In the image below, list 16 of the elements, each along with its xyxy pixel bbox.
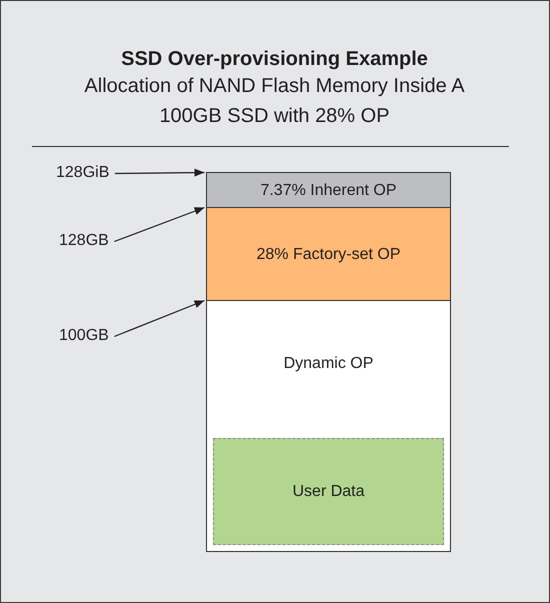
title: SSD Over-provisioning Example <box>120 47 429 71</box>
segment-label: Dynamic OP <box>284 355 374 373</box>
segment-label: User Data <box>292 482 365 500</box>
arrow <box>114 206 205 242</box>
arrow <box>114 300 205 338</box>
capacity-label: 128GiB <box>56 163 110 183</box>
capacity-label: 128GB <box>59 231 109 251</box>
segment-label: 7.37% Inherent OP <box>260 182 397 200</box>
arrow <box>114 168 204 177</box>
subtitle: Allocation of NAND Flash Memory Inside A 100GB SSD with 28% OP <box>83 74 466 129</box>
user-data-region <box>213 438 444 545</box>
memory-segment <box>206 207 451 302</box>
capacity-label: 100GB <box>59 326 109 346</box>
memory-segment <box>206 172 451 209</box>
memory-segment <box>206 300 451 552</box>
segment-label: 28% Factory-set OP <box>256 246 401 264</box>
